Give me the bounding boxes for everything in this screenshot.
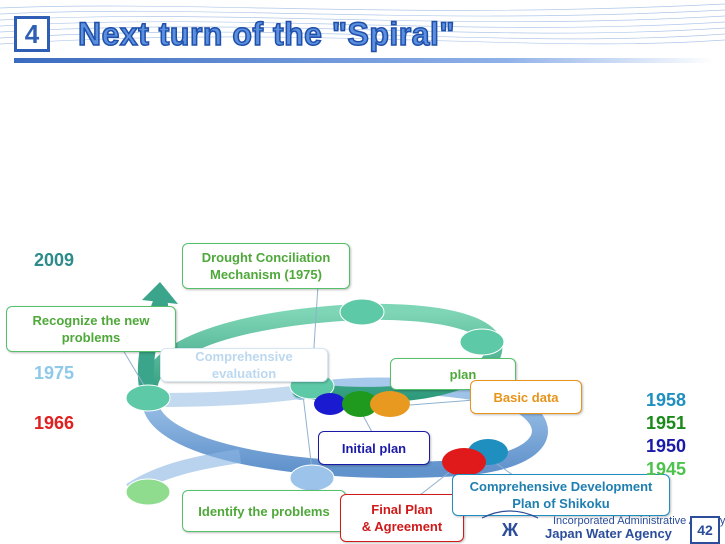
label-basic-data: Basic data [470,380,582,414]
recognize-line2: problems [61,330,121,345]
label-recognize-problems: Recognize the new problems [6,306,176,352]
identify-text: Identify the problems [198,503,330,519]
section-number-box: 4 [14,16,50,52]
node-start [125,478,171,506]
year-1950: 1950 [646,436,687,456]
node-final-plan [442,448,486,476]
year-1958: 1958 [646,390,687,410]
node-top [339,298,385,326]
label-final-plan: Final Plan & Agreement [340,494,464,542]
final-plan-line1: Final Plan [371,502,433,517]
node-plan [342,391,378,417]
label-comprehensive-evaluation: Comprehensive evaluation [160,348,328,382]
drought-line2: Mechanism (1975) [209,267,322,282]
comprehensive-text: Comprehensive evaluation [195,349,293,381]
agency-line2: Japan Water Agency [545,526,672,541]
node-identify [289,464,335,492]
label-plan: plan [390,358,516,390]
svg-text:Ж: Ж [501,520,519,540]
year-1975: 1975 [34,363,75,383]
drought-line1: Drought Conciliation [201,250,331,265]
shikoku-line2: Plan of Shikoku [512,496,610,511]
node-basic-data [370,391,410,417]
label-identify-problems: Identify the problems [182,490,346,532]
year-1951: 1951 [646,413,687,433]
year-2009: 2009 [34,250,75,270]
page-number: 42 [690,516,720,544]
initial-plan-text: Initial plan [341,440,407,456]
recognize-line1: Recognize the new [32,313,150,328]
label-drought-conciliation: Drought Conciliation Mechanism (1975) [182,243,350,289]
basic-data-text: Basic data [493,389,559,405]
agency-line1: Incorporated Administrative Agency [553,515,725,527]
label-initial-plan: Initial plan [318,431,430,465]
final-plan-line2: & Agreement [361,519,443,534]
shikoku-line1: Comprehensive Development [469,479,653,494]
header-decoration [0,3,725,45]
jwa-logo-icon: Ж [481,510,539,540]
title-underline [14,58,714,63]
page-title: Next turn of the "Spiral" [77,15,456,53]
year-1966: 1966 [34,413,75,433]
year-1945: 1945 [646,459,687,479]
node-right [459,328,505,356]
plan-text: plan [449,366,477,382]
node-recognize [125,384,171,412]
label-shikoku-plan: Comprehensive Development Plan of Shikok… [452,474,670,516]
node-initial-plan [314,393,346,415]
